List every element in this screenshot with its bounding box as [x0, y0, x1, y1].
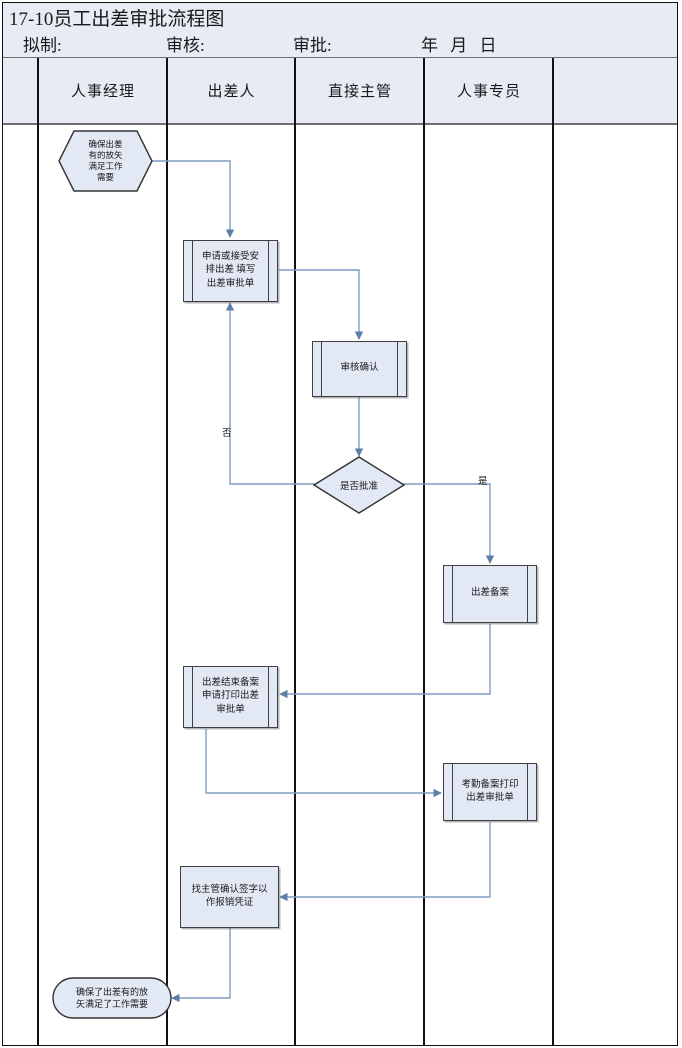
node-approve-decision[interactable]: 是否批准: [313, 456, 405, 514]
lane-header-traveler: 出差人: [168, 58, 295, 123]
proc-bar-right: [267, 667, 269, 727]
node-supervisor-sign[interactable]: 找主管确认签字以 作报销凭证: [180, 866, 279, 928]
meta-reviewed-by: 审核:: [166, 36, 205, 55]
meta-drafted-by: 拟制:: [23, 36, 62, 55]
proc-bar-left: [321, 342, 323, 396]
proc-bar-left: [192, 241, 194, 301]
lane-header-blank-right: [554, 58, 677, 123]
lane-header-hr-specialist: 人事专员: [425, 58, 553, 123]
edge-label-yes: 是: [478, 477, 488, 487]
edge-record-to-trip-end: [279, 624, 491, 699]
lane-header-separator: [2, 123, 678, 125]
proc-bar-left: [452, 764, 454, 820]
lane-divider-4: [423, 58, 425, 1045]
edge-attendance-to-sign: [279, 822, 491, 902]
lane-divider-2: [166, 58, 168, 1045]
node-review-confirm-label: 审核确认: [340, 363, 379, 374]
node-ensured-result[interactable]: 确保了出差有的放 矢满足了工作需要: [52, 977, 172, 1019]
node-review-confirm[interactable]: 审核确认: [312, 341, 407, 397]
proc-bar-right: [267, 241, 269, 301]
lane-header-direct-supervisor: 直接主管: [296, 58, 424, 123]
node-approve-decision-label: 是否批准: [339, 482, 378, 492]
edge-apply-to-review: [279, 269, 364, 340]
edge-decision-yes-to-record: [397, 483, 495, 564]
node-apply-fill-form[interactable]: 申请或接受安 排出差 填写 出差审批单: [183, 240, 278, 302]
edge-sign-to-result: [171, 928, 231, 1003]
node-trip-end-record[interactable]: 出差结束备案 申请打印出差 审批单: [183, 666, 278, 728]
node-trip-record[interactable]: 出差备案: [443, 565, 537, 623]
page-title: 17-10员工出差审批流程图: [9, 9, 225, 30]
proc-bar-left: [452, 566, 454, 622]
node-attendance-print-label: 考勤备案打印 出差审批单: [461, 779, 519, 803]
node-ensured-result-label: 确保了出差有的放 矢满足了工作需要: [75, 986, 148, 1009]
lane-divider-5: [552, 58, 554, 1045]
node-attendance-print[interactable]: 考勤备案打印 出差审批单: [443, 763, 537, 821]
edge-ensure-to-apply: [152, 160, 235, 238]
node-ensure-purpose-label: 确保出差 有的放矢 满足工作 需要: [88, 138, 123, 183]
node-apply-fill-form-label: 申请或接受安 排出差 填写 出差审批单: [201, 252, 259, 289]
proc-bar-right: [526, 764, 528, 820]
edge-label-no: 否: [222, 429, 232, 439]
proc-bar-right: [526, 566, 528, 622]
meta-approved-by: 审批:: [293, 36, 332, 55]
proc-bar-left: [192, 667, 194, 727]
node-supervisor-sign-label: 找主管确认签字以 作报销凭证: [191, 884, 268, 908]
edge-trip-end-to-attendance: [205, 729, 442, 798]
node-trip-end-record-label: 出差结束备案 申请打印出差 审批单: [201, 678, 259, 715]
node-trip-record-label: 出差备案: [470, 588, 509, 599]
lane-divider-3: [294, 58, 296, 1045]
node-ensure-purpose[interactable]: 确保出差 有的放矢 满足工作 需要: [58, 130, 153, 192]
meta-date: 年 月 日: [421, 36, 501, 55]
proc-bar-right: [396, 342, 398, 396]
meta-row: 拟制: 审核: 审批: 年 月 日: [3, 31, 677, 57]
lane-divider-1: [37, 58, 39, 1045]
lane-header-hr-manager: 人事经理: [39, 58, 167, 123]
edge-decision-no-to-apply: [225, 302, 322, 485]
lane-header-blank-left: [3, 58, 38, 123]
